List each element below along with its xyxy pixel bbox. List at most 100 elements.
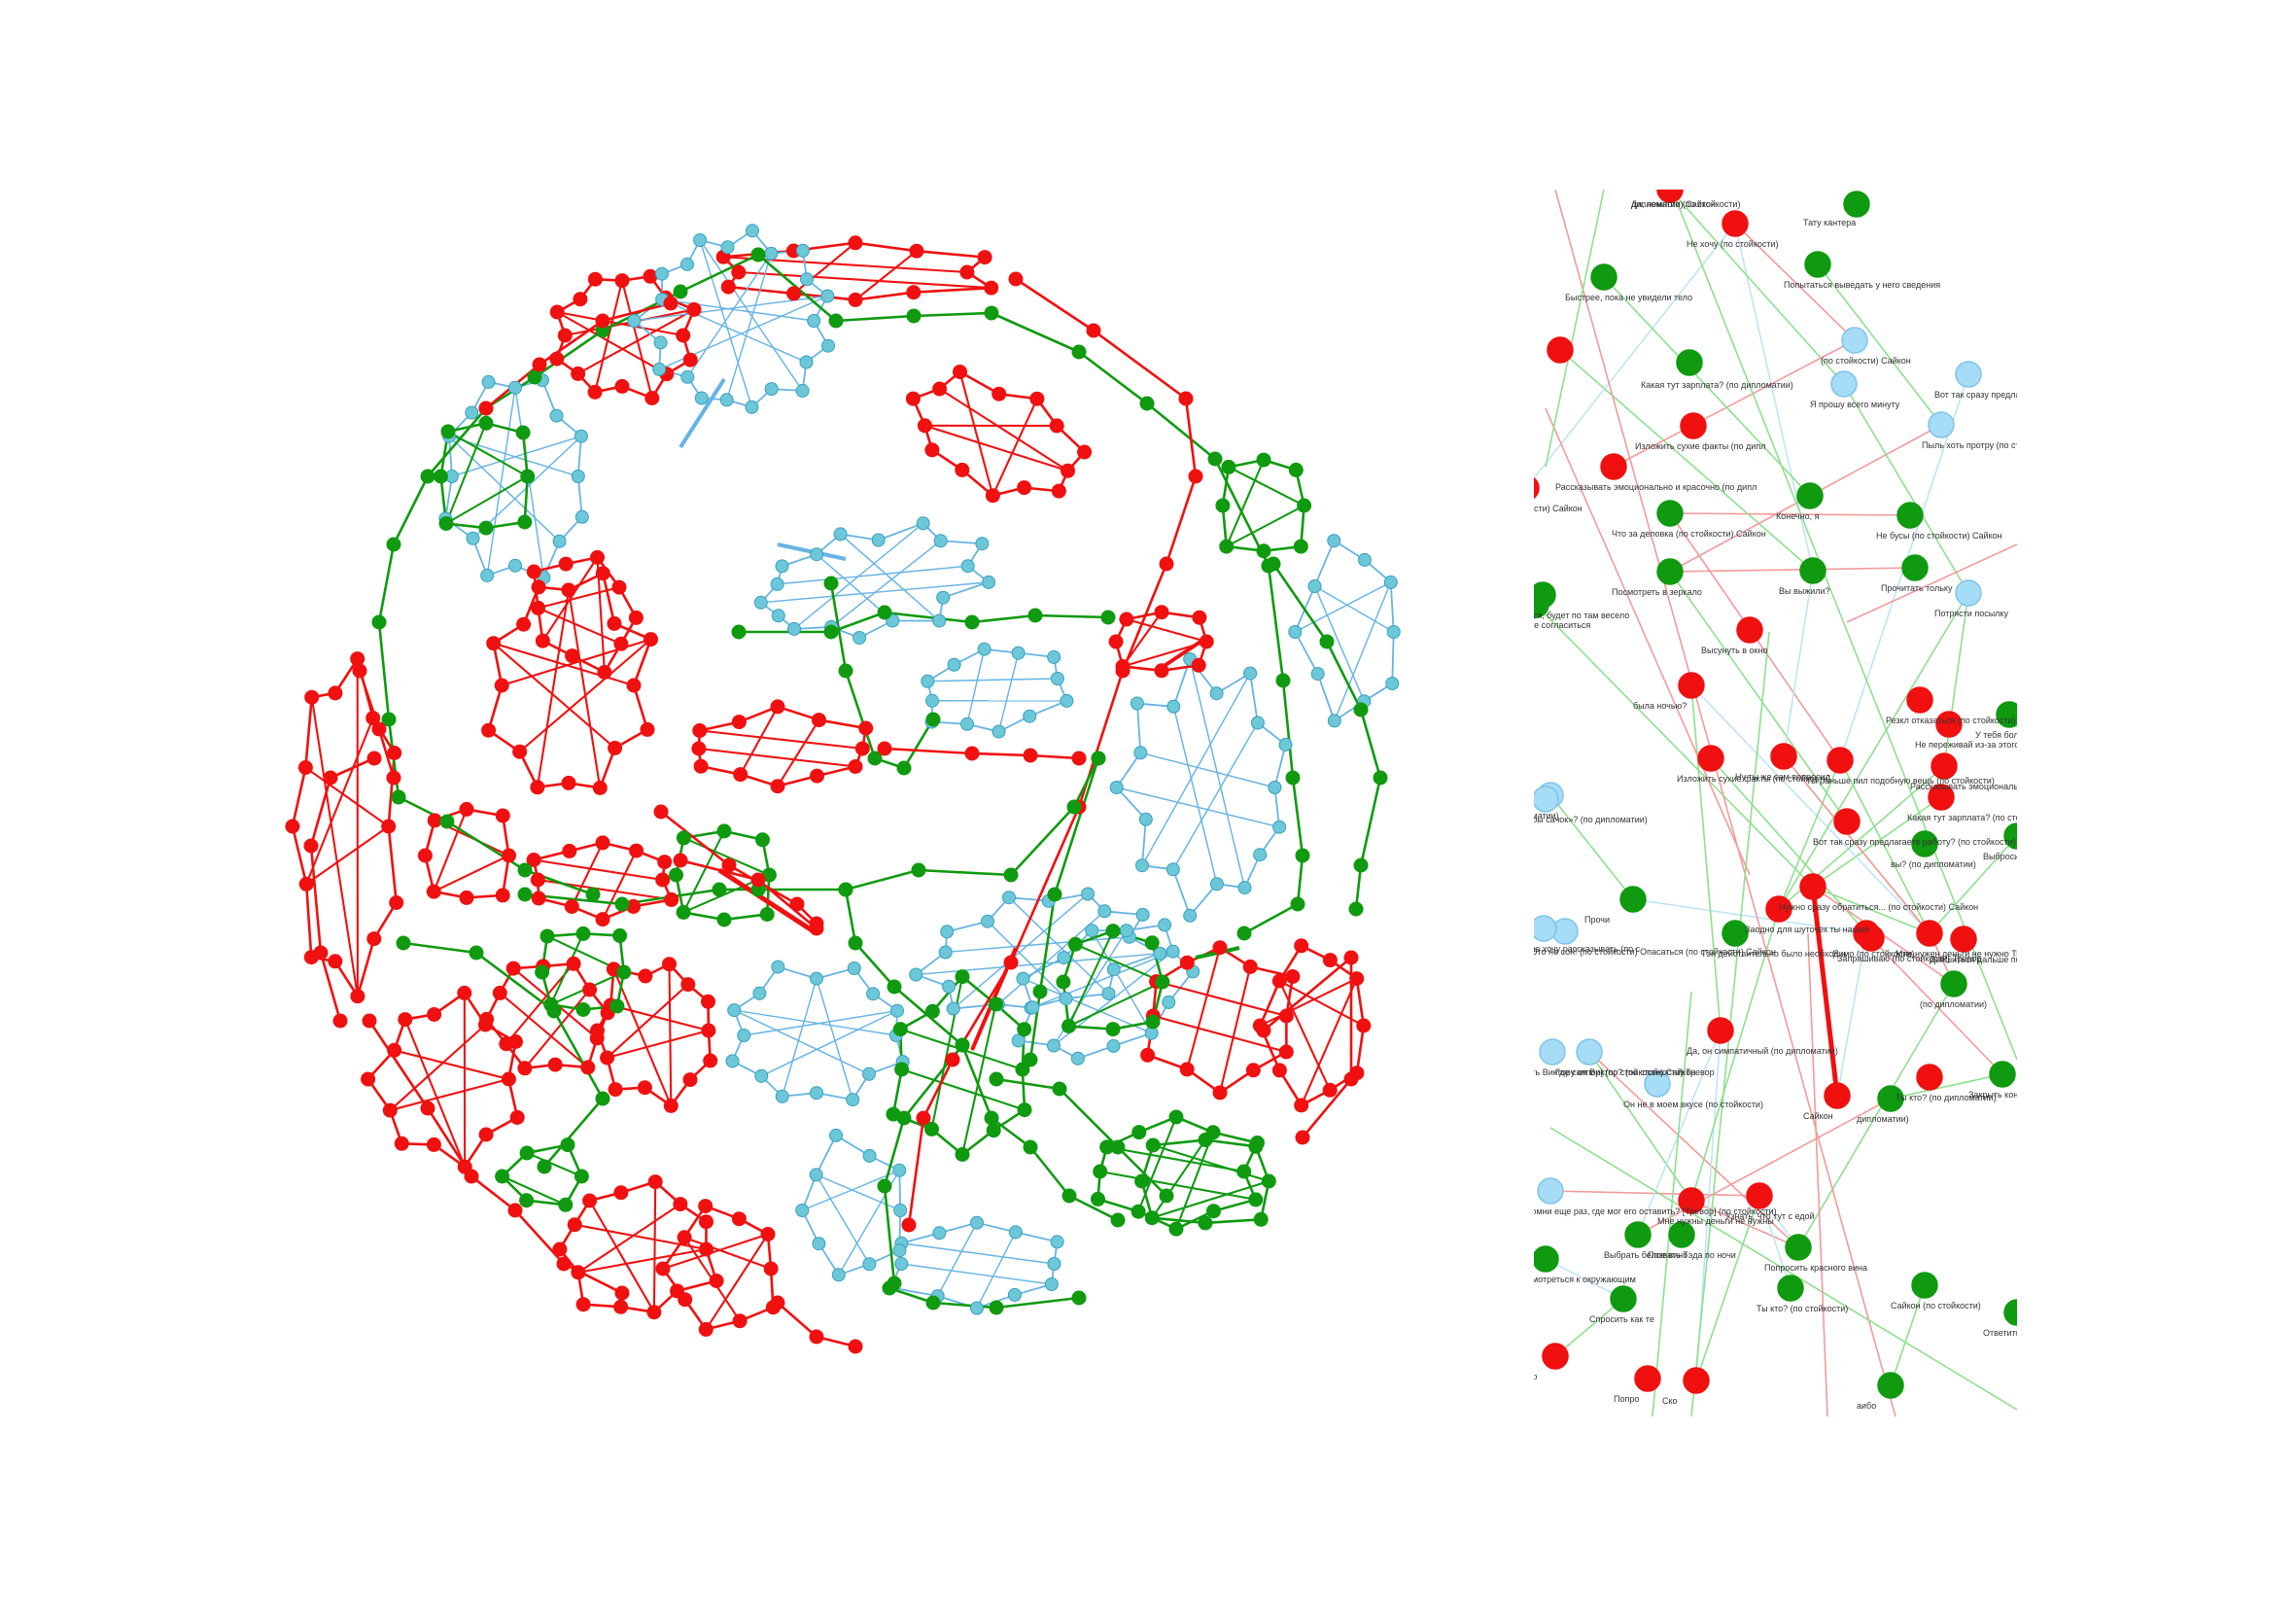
graph-node-green [391,789,406,805]
graph-node-blue [916,516,930,531]
graph-node-green [1023,1139,1038,1155]
detail-node-green [1896,502,1924,529]
graph-edge [541,556,599,642]
graph-node-blue [693,233,708,247]
graph-node-red [770,1295,785,1311]
detail-node-label: дипломатии) Сайкон [1631,199,1716,209]
graph-node-green [1275,673,1291,688]
graph-node-red [678,1292,693,1308]
detail-node-label: Вспомни еще раз, где мог его оставить? [… [1516,1206,1777,1216]
graph-node-red [1349,971,1365,987]
graph-edge [1038,893,1057,993]
graph-edge [835,314,915,323]
graph-node-red [945,1052,960,1067]
graph-node-red [381,819,397,834]
graph-node-red [1179,1062,1195,1077]
graph-node-green [519,1145,535,1161]
graph-node-green [440,424,456,439]
graph-node-red [1154,605,1169,620]
graph-node-green [434,469,448,484]
graph-node-red [587,271,603,287]
graph-node-red [629,843,644,858]
graph-node-blue [771,609,785,623]
detail-node-red [1697,745,1724,772]
graph-edge [705,1233,769,1330]
detail-node-label: Конечно же согласиться [1492,620,1590,630]
graph-node-red [877,741,892,756]
graph-node-red [499,1036,514,1052]
graph-node-red [1154,663,1169,679]
graph-node-green [478,520,494,536]
graph-node-green [1236,1164,1252,1179]
graph-edge [937,1222,978,1297]
graph-edge [913,286,991,295]
graph-edge [470,1174,516,1212]
graph-node-blue [1135,907,1150,922]
graph-node-red [479,1011,495,1027]
graph-edge [1302,1078,1352,1138]
graph-node-red [530,872,545,888]
graph-edge [1068,981,1164,1028]
graph-node-red [809,1329,824,1345]
detail-node-label: Не переживай из-за этого дурака Тэда! (п… [1915,740,2167,750]
graph-edge [699,239,804,392]
graph-node-red [387,1042,402,1058]
graph-node-red [328,954,343,969]
graph-node-red [977,250,992,265]
graph-node-blue [894,1257,909,1271]
graph-node-green [1353,702,1369,717]
detail-node-label: Попро [1614,1394,1639,1404]
graph-node-green [731,624,747,640]
graph-edge [549,932,584,1005]
graph-edge [433,809,468,892]
graph-node-blue [481,374,496,389]
graph-edge [309,845,323,954]
detail-node-red [1634,1365,1661,1392]
graph-node-red [1119,612,1134,627]
graph-edge [1068,1025,1114,1031]
graph-node-red [595,566,610,581]
graph-node-green [439,814,455,829]
graph-edge [377,728,396,779]
graph-node-red [557,328,573,343]
graph-node-blue [1138,812,1153,826]
graph-node-blue [1101,987,1116,1001]
graph-node-green [1159,1188,1174,1204]
graph-node-green [1215,498,1231,513]
detail-node-green [1804,251,1831,278]
graph-node-red [917,418,932,434]
graph-node-red [1271,1063,1287,1078]
detail-node-label: Мне нужен деньги не нужно Тревор [1896,949,2040,959]
detail-node-label: Я н [1832,949,1846,959]
graph-node-blue [1165,862,1180,877]
graph-node-blue [1307,579,1322,593]
graph-node-red [1086,323,1101,338]
graph-node-red [600,1050,615,1066]
detail-edge [1836,932,1867,1097]
detail-node-label: Вот так сразу предлагаете работу? (по ст… [1813,837,2016,847]
graph-edge [976,1232,1017,1309]
detail-edge [1695,1195,1760,1381]
graph-node-blue [1016,971,1030,986]
graph-node-red [770,699,785,715]
graph-edge [777,565,968,585]
graph-node-green [894,1062,910,1077]
detail-edge [1545,190,1605,468]
graph-edge [1010,806,1075,876]
graph-edge [493,642,635,686]
detail-node-label: Я прошу всего минуту [1810,400,1900,409]
graph-node-green [673,284,688,299]
graph-edge [760,581,990,604]
graph-node-blue [893,1204,908,1217]
graph-edge [1316,673,1336,721]
graph-edge [991,1116,1031,1149]
graph-node-blue [737,1029,751,1042]
detail-node-label: Вот так сразу предлагаете работу? (по ди… [1934,390,2146,400]
graph-node-green [1032,984,1048,999]
graph-edge [1314,585,1395,633]
graph-node-green [386,537,401,552]
graph-edge [291,825,308,885]
graph-node-blue [932,613,947,628]
graph-node-blue [1183,908,1198,923]
detail-node-label: Ты кто? (по стойкости) [1757,1304,1848,1313]
